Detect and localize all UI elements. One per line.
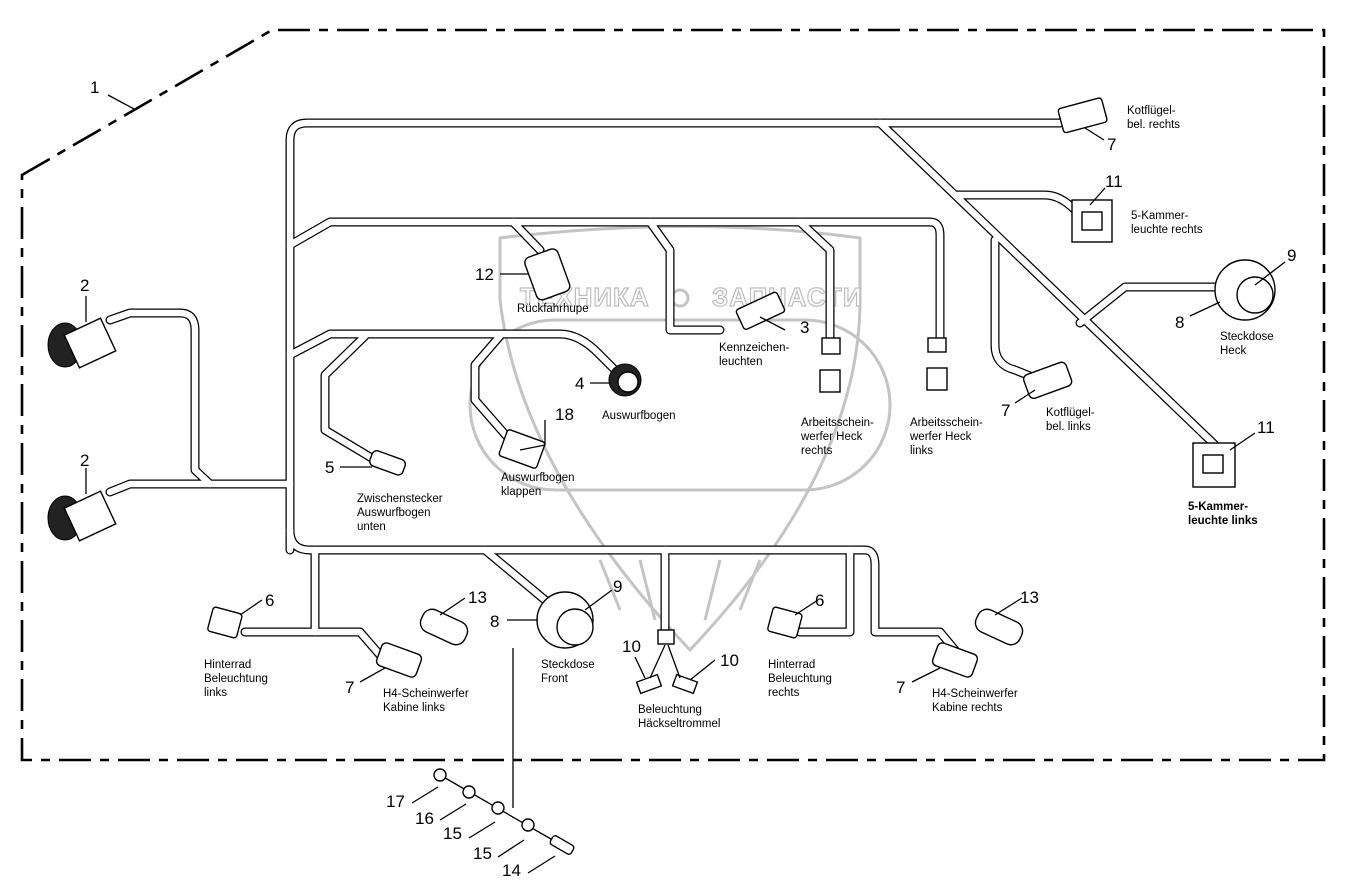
harness-wire-fill bbox=[286, 330, 624, 379]
leader-lines bbox=[85, 94, 1286, 874]
label-rueckfahrhupe: Rückfahrhupe bbox=[517, 303, 589, 315]
callout-7-kotfluegel-rechts: 7 bbox=[1107, 135, 1116, 154]
label-kotfluegel-links: Kotflügel- bel. links bbox=[1046, 407, 1098, 433]
part-5-zwischenstecker[interactable] bbox=[368, 449, 407, 476]
label-auswurfbogen-klappen: Auswurfbogen klappen bbox=[501, 472, 578, 498]
callout-10-right: 10 bbox=[720, 651, 739, 670]
part-6-hinterrad-rechts-connector[interactable] bbox=[767, 606, 803, 639]
harness-wire-segment bbox=[105, 308, 295, 489]
part-3-kennzeichen-connector[interactable] bbox=[735, 291, 786, 330]
label-zwischenstecker: Zwischenstecker Auswurfbogen unten bbox=[357, 493, 446, 533]
harness-wire-segment bbox=[285, 217, 945, 345]
harness-wire-fill bbox=[509, 218, 544, 254]
harness-wire-fill bbox=[481, 546, 549, 604]
part-2-connector-upper[interactable] bbox=[47, 317, 117, 369]
part-arbeitsscheinwerfer-links-connector[interactable] bbox=[926, 337, 948, 391]
label-steckdose-front: Steckdose Front bbox=[541, 659, 598, 685]
part-7-h4-rechts-connector[interactable] bbox=[931, 642, 979, 679]
label-auswurfbogen: Auswurfbogen bbox=[602, 410, 676, 422]
harness-wire-fill bbox=[241, 546, 319, 636]
part-13-h4-links-plug[interactable] bbox=[417, 606, 471, 648]
harness-wire-fill bbox=[471, 332, 514, 444]
label-kotfluegel-rechts: Kotflügel- bel. rechts bbox=[1127, 105, 1180, 131]
watermark-text-right: ЗАПЧАСТИ bbox=[712, 282, 863, 312]
part-7-h4-links-connector[interactable] bbox=[375, 642, 423, 679]
harness-wire-fill bbox=[796, 218, 834, 344]
label-arbeitsscheinwerfer-rechts: Arbeitsschein- werfer Heck rechts bbox=[800, 417, 877, 457]
callout-11-rechts: 11 bbox=[1105, 172, 1123, 191]
label-arbeitsscheinwerfer-links: Arbeitsschein- werfer Heck links bbox=[909, 417, 986, 457]
label-hinterrad-links: Hinterrad Beleuchtung links bbox=[204, 659, 271, 699]
harness-wire-segment bbox=[795, 545, 855, 637]
label-hinterrad-rechts: Hinterrad Beleuchtung rechts bbox=[768, 659, 835, 699]
callout-13-rechts: 13 bbox=[1020, 588, 1039, 607]
assembly-boundary bbox=[20, 28, 1326, 762]
callout-10-left: 10 bbox=[622, 637, 641, 656]
part-11-kammerleuchte-rechts[interactable] bbox=[1071, 199, 1113, 243]
callout-11-links: 11 bbox=[1257, 418, 1275, 437]
callout-2-upper: 2 bbox=[80, 276, 89, 295]
part-6-hinterrad-links-connector[interactable] bbox=[207, 606, 243, 639]
part-arbeitsscheinwerfer-rechts-connector[interactable] bbox=[819, 337, 841, 393]
callout-15-upper: 15 bbox=[443, 824, 462, 843]
label-kammerleuchte-links: 5-Kammer- leuchte links bbox=[1188, 501, 1258, 527]
harness-wire-fill bbox=[106, 480, 214, 496]
callout-7-h4-rechts: 7 bbox=[896, 678, 905, 697]
harness-wire-fill bbox=[321, 332, 379, 464]
part-8-9-steckdose-front[interactable] bbox=[536, 591, 594, 649]
callout-5: 5 bbox=[325, 458, 334, 477]
callout-16: 16 bbox=[415, 809, 434, 828]
harness-wire-segment bbox=[285, 329, 625, 380]
part-7-kotfluegel-rechts-connector[interactable] bbox=[1057, 97, 1108, 134]
callout-13-links: 13 bbox=[468, 588, 487, 607]
callout-3: 3 bbox=[800, 318, 809, 337]
callout-6-right: 6 bbox=[815, 591, 824, 610]
label-h4-rechts: H4-Scheinwerfer Kabine rechts bbox=[932, 688, 1021, 714]
part-8-9-steckdose-heck[interactable] bbox=[1214, 259, 1276, 321]
callout-2-lower: 2 bbox=[80, 451, 89, 470]
label-h4-links: H4-Scheinwerfer Kabine links bbox=[383, 688, 472, 714]
part-4-auswurfbogen-connector[interactable] bbox=[608, 363, 642, 397]
label-haeckseltrommel: Beleuchtung Häckseltrommel bbox=[638, 704, 720, 730]
callout-numbers: 1 2 2 3 4 5 6 6 7 7 7 7 8 8 9 9 10 10 11… bbox=[80, 78, 1296, 880]
part-2-connector-lower[interactable] bbox=[47, 490, 117, 542]
harness-wire-fill bbox=[1076, 283, 1224, 327]
harness-wire-fill bbox=[286, 218, 944, 344]
harness-wire-fill bbox=[991, 236, 1044, 384]
callout-17: 17 bbox=[386, 792, 405, 811]
callout-1: 1 bbox=[90, 78, 99, 97]
hardware-stack-14-17[interactable] bbox=[433, 648, 575, 855]
callout-9-heck: 9 bbox=[1287, 246, 1296, 265]
harness-wires bbox=[105, 118, 1225, 660]
part-10-haeckseltrommel-connectors[interactable] bbox=[635, 629, 699, 695]
harness-wire-fill bbox=[646, 218, 724, 334]
callout-14: 14 bbox=[502, 861, 521, 880]
label-kennzeichenleuchten: Kennzeichen- leuchten bbox=[719, 342, 793, 368]
harness-wire-fill bbox=[311, 628, 384, 659]
callout-9-front: 9 bbox=[613, 577, 622, 596]
harness-wire-fill bbox=[876, 119, 1219, 449]
label-steckdose-heck: Steckdose Heck bbox=[1220, 331, 1277, 357]
callout-7-kotfluegel-links: 7 bbox=[1001, 401, 1010, 420]
part-11-kammerleuchte-links[interactable] bbox=[1192, 442, 1236, 488]
callout-8-heck: 8 bbox=[1175, 313, 1184, 332]
part-13-h4-rechts-plug[interactable] bbox=[972, 606, 1026, 648]
harness-wire-fill bbox=[286, 119, 1064, 554]
callout-6-left: 6 bbox=[265, 591, 274, 610]
harness-wire-fill bbox=[286, 526, 959, 654]
harness-wire-fill bbox=[796, 546, 854, 636]
description-labels: Kotflügel- bel. rechts 5-Kammer- leuchte… bbox=[204, 105, 1277, 730]
harness-wire-fill bbox=[106, 309, 294, 488]
callout-4: 4 bbox=[575, 374, 584, 393]
part-7-kotfluegel-links-connector[interactable] bbox=[1022, 361, 1073, 400]
callout-15-lower: 15 bbox=[473, 844, 492, 863]
callout-7-h4-links: 7 bbox=[345, 678, 354, 697]
callout-8-front: 8 bbox=[490, 612, 499, 631]
part-12-rueckfahrhupe-connector[interactable] bbox=[523, 247, 571, 301]
label-kammerleuchte-rechts: 5-Kammer- leuchte rechts bbox=[1131, 210, 1203, 236]
callout-18: 18 bbox=[555, 405, 574, 424]
callout-12: 12 bbox=[475, 265, 494, 284]
harness-wire-segment bbox=[240, 545, 320, 637]
